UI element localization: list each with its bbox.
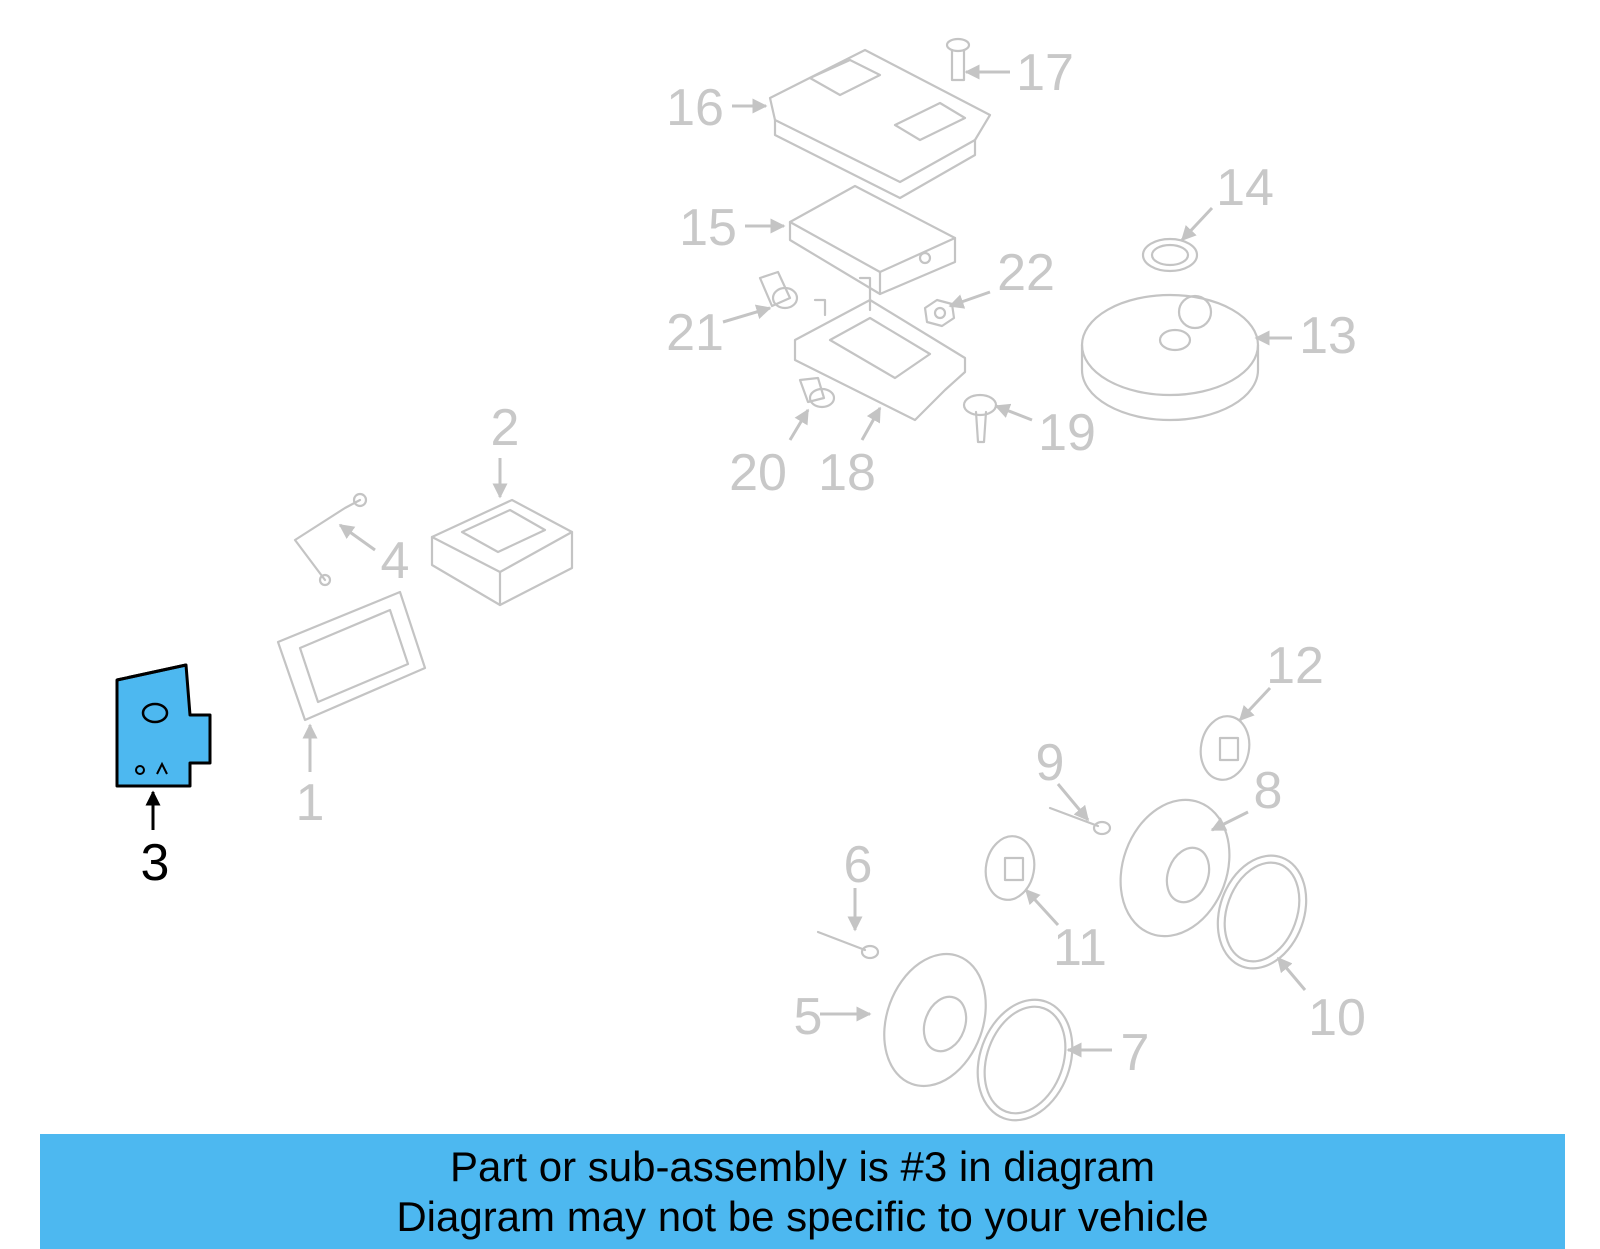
part-18-bracket xyxy=(793,276,967,422)
part-1-display xyxy=(276,590,427,722)
leader-lines xyxy=(145,64,1307,1058)
part-17-clip xyxy=(945,37,971,82)
banner-line-2: Diagram may not be specific to your vehi… xyxy=(396,1193,1209,1240)
callout-7: 7 xyxy=(1121,1024,1150,1082)
callout-14: 14 xyxy=(1216,159,1274,217)
part-8-speaker xyxy=(1119,798,1231,938)
part-10-gasket xyxy=(1216,854,1308,970)
callout-5: 5 xyxy=(794,988,823,1046)
part-19-screw xyxy=(962,393,998,444)
part-16-cover xyxy=(768,48,992,200)
callout-13: 13 xyxy=(1299,307,1357,365)
callout-10: 10 xyxy=(1308,989,1366,1047)
callout-3: 3 xyxy=(141,834,170,892)
part-13-subwoofer xyxy=(1080,293,1260,422)
callout-9: 9 xyxy=(1036,734,1065,792)
banner-line-1: Part or sub-assembly is #3 in diagram xyxy=(450,1143,1155,1190)
part-11-tweeter xyxy=(984,835,1036,901)
callout-12: 12 xyxy=(1266,637,1324,695)
callout-19: 19 xyxy=(1038,404,1096,462)
callout-8: 8 xyxy=(1254,762,1283,820)
part-5-speaker xyxy=(883,952,987,1088)
part-6-rivet xyxy=(816,930,880,960)
part-12-tweeter xyxy=(1199,715,1251,781)
callout-20: 20 xyxy=(729,444,787,502)
callout-21: 21 xyxy=(666,304,724,362)
part-15-amplifier xyxy=(788,184,957,296)
info-banner: Part or sub-assembly is #3 in diagram Di… xyxy=(40,1134,1565,1249)
callout-4: 4 xyxy=(381,532,410,590)
part-7-gasket xyxy=(976,998,1074,1122)
callout-18: 18 xyxy=(818,444,876,502)
callout-6: 6 xyxy=(844,836,873,894)
callout-labels: 1 2 3 4 5 6 7 8 9 10 11 12 13 14 15 16 1… xyxy=(141,44,1366,1082)
part-22-nut xyxy=(923,298,956,328)
callout-22: 22 xyxy=(997,244,1055,302)
part-21-grommet xyxy=(758,270,799,310)
part-14-ring xyxy=(1141,237,1199,273)
callout-11: 11 xyxy=(1053,919,1107,977)
callout-2: 2 xyxy=(491,399,520,457)
part-20-bolt xyxy=(798,376,836,409)
callout-15: 15 xyxy=(679,199,737,257)
part-4-wire xyxy=(293,492,368,587)
part-2-module xyxy=(430,498,574,607)
callout-1: 1 xyxy=(296,774,325,832)
part-3-highlighted[interactable] xyxy=(115,663,212,788)
callout-16: 16 xyxy=(666,79,724,137)
callout-17: 17 xyxy=(1016,44,1074,102)
